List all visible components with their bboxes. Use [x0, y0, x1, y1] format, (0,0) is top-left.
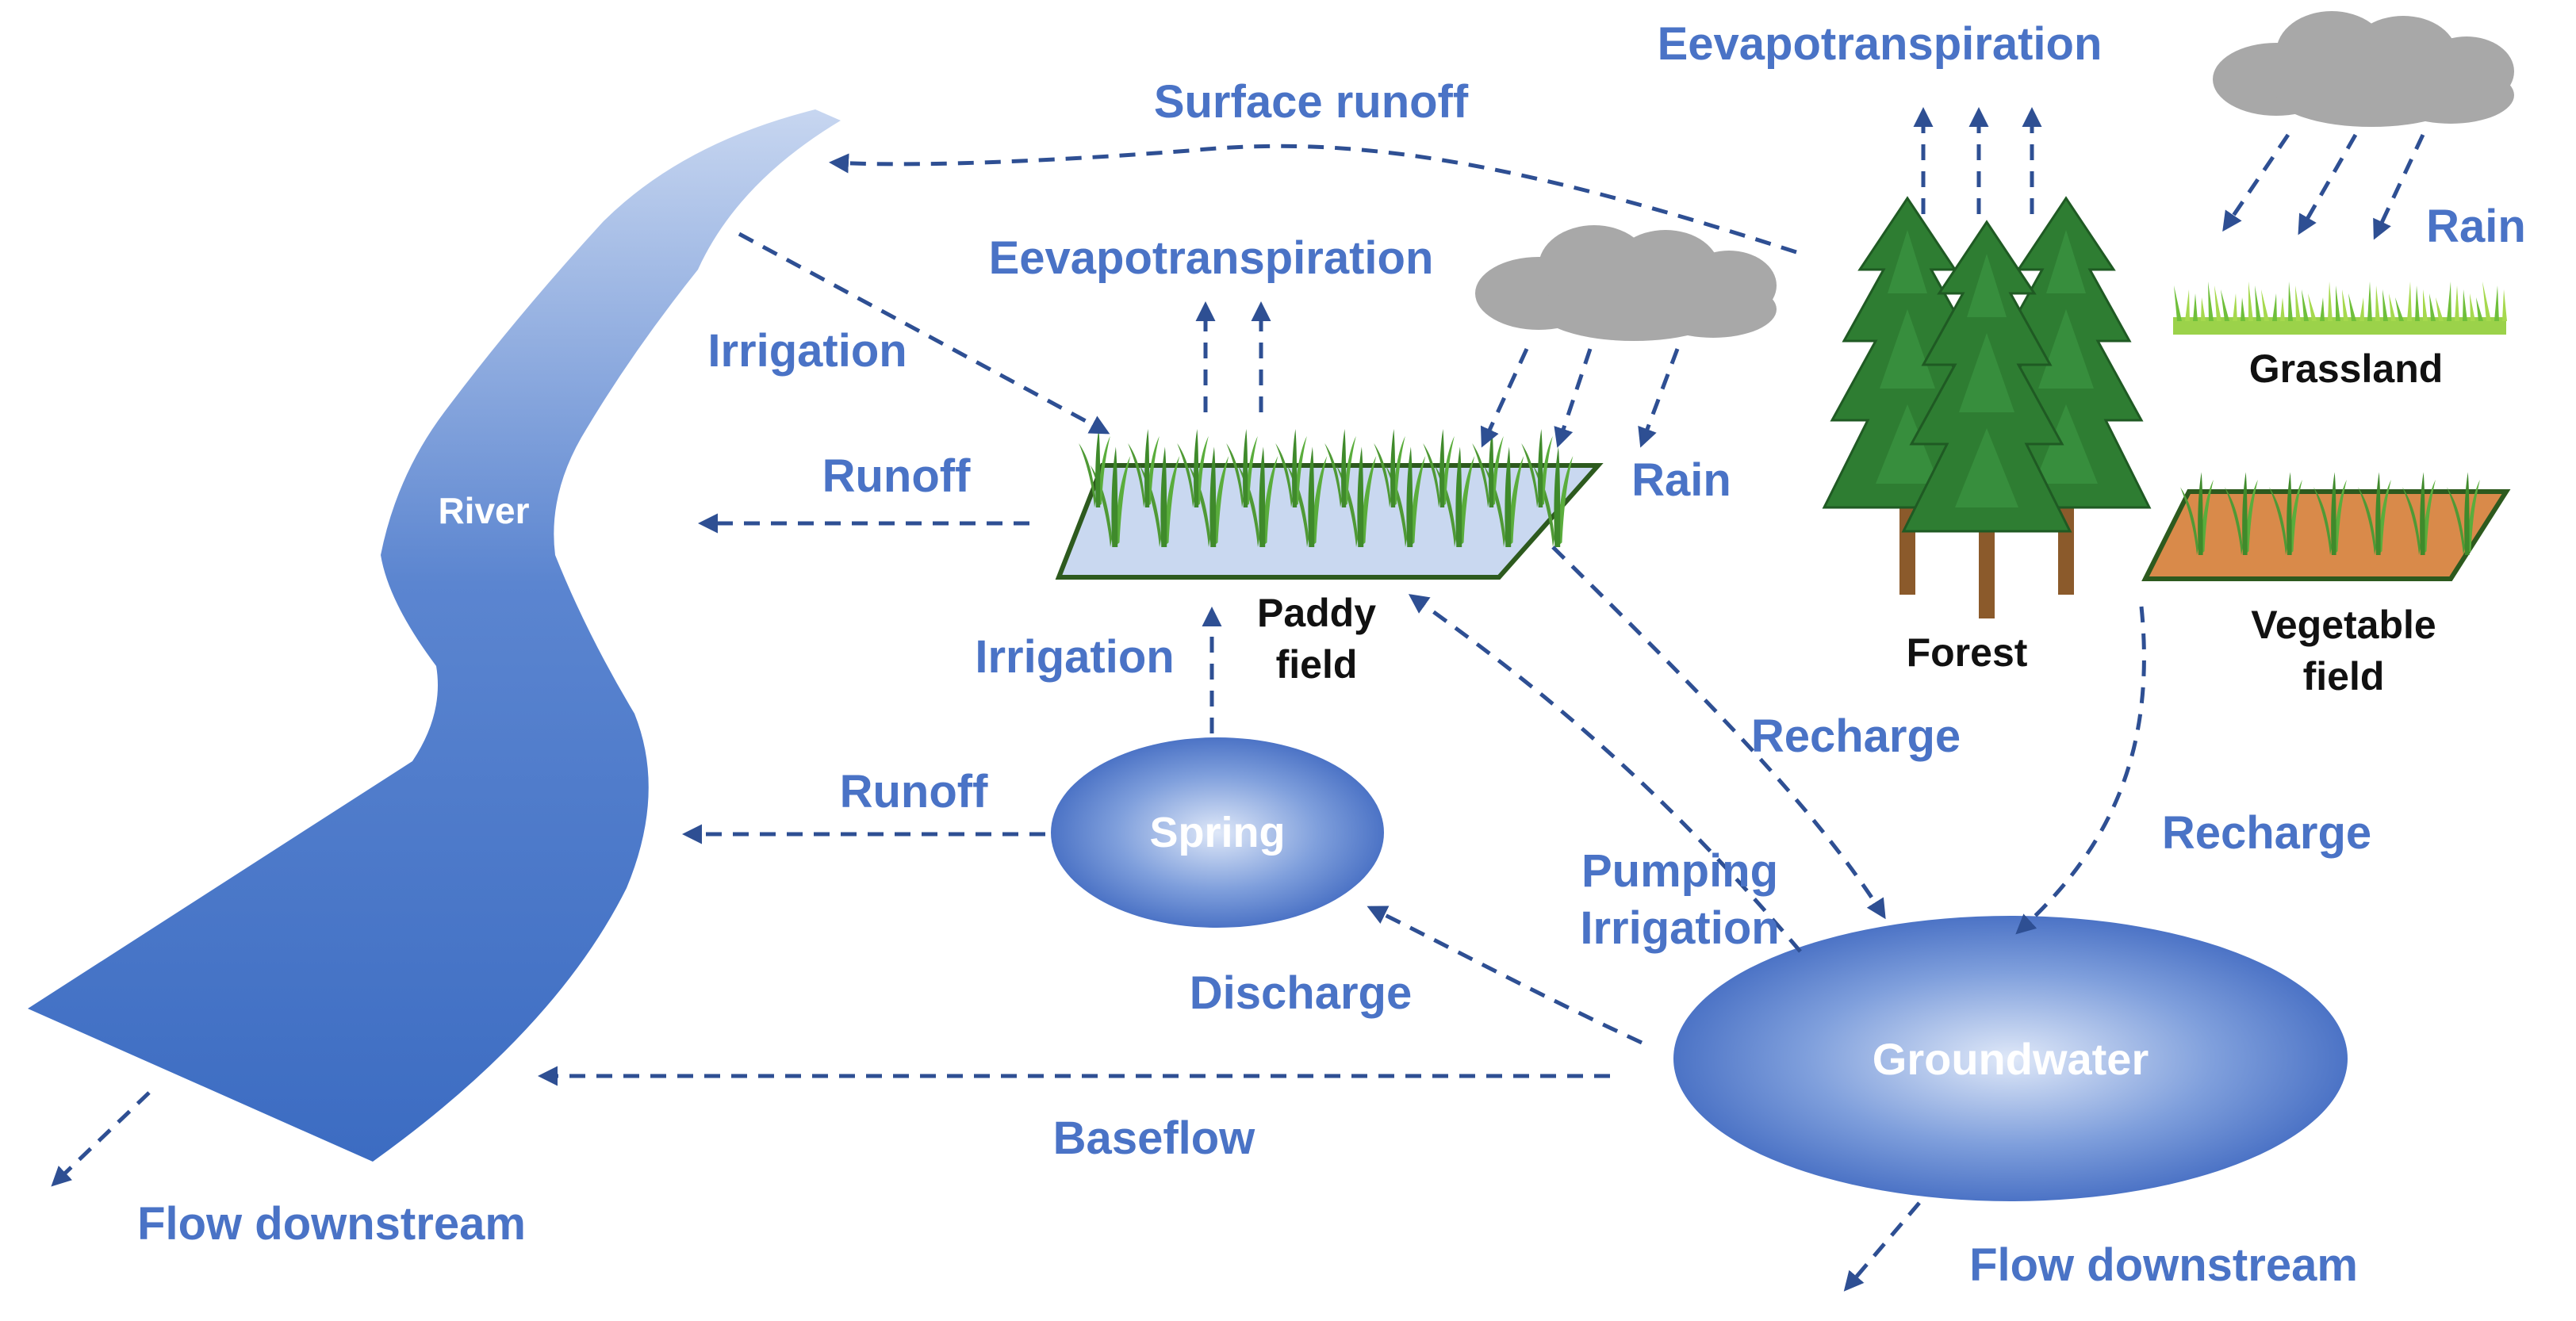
grass-blade-icon — [2193, 293, 2198, 321]
grass-blade-icon — [2423, 289, 2428, 321]
grass-blade-icon — [2308, 293, 2317, 321]
grass-blade-icon — [2367, 281, 2372, 321]
grass-blade-icon — [2482, 281, 2491, 321]
evapotranspiration-paddy-label: Eevapotranspiration — [989, 232, 1434, 284]
forest-label: Forest — [1907, 630, 2028, 675]
grass-blade-icon — [2336, 285, 2340, 321]
rain-arrow-icon — [2373, 133, 2425, 240]
flow-labels: Surface runoff Eevapotranspiration Eevap… — [137, 18, 2526, 1291]
runoff-spring-label: Runoff — [840, 766, 988, 817]
grass-blade-icon — [2382, 289, 2388, 321]
cloud-icon — [2213, 11, 2514, 127]
grass-blade-icon — [2429, 293, 2436, 321]
flow-downstream-river-label: Flow downstream — [137, 1198, 526, 1250]
grass-blade-icon — [2214, 285, 2221, 321]
grass-blade-icon — [2221, 289, 2229, 321]
river: River — [28, 109, 841, 1162]
cloud-icon — [1475, 225, 1777, 341]
grass-blade-icon — [2502, 289, 2507, 321]
grass-blade-icon — [2208, 281, 2214, 321]
vegetable-field-label-line2: field — [2303, 654, 2385, 699]
grass-blade-icon — [2248, 281, 2253, 321]
grass-blade-icon — [2407, 281, 2412, 321]
grass-blade-icon — [2261, 289, 2269, 321]
grass-blade-icon — [2348, 293, 2356, 321]
rain-arrow-icon — [1638, 348, 1680, 448]
paddy-field-icon — [1055, 429, 1604, 580]
grass-blade-icon — [2476, 297, 2483, 321]
surface-runoff-arrow — [829, 144, 1797, 255]
rain-arrow-icon — [1480, 347, 1529, 448]
groundwater-node: Groundwater — [1673, 916, 2348, 1201]
vegetable-field-icon — [2141, 472, 2511, 581]
pool-ellipse — [1051, 737, 1384, 928]
forest-icon — [1823, 197, 2151, 620]
paddy-field-label-line1: Paddy — [1257, 591, 1376, 635]
grass-blade-icon — [2233, 293, 2237, 321]
spring-node: Spring — [1051, 737, 1384, 928]
grass-blade-icon — [2455, 285, 2459, 321]
discharge-label: Discharge — [1190, 967, 1412, 1019]
irrigation-spring-label: Irrigation — [975, 631, 1174, 683]
grass-icon — [2173, 281, 2507, 335]
groundwater-label: Groundwater — [1873, 1034, 2149, 1084]
grass-blade-icon — [2415, 285, 2420, 321]
grass-blade-icon — [2272, 293, 2277, 321]
grass-blade-icon — [2359, 297, 2364, 321]
river-label: River — [438, 490, 529, 531]
recharge-paddy-arrow — [1551, 546, 1886, 920]
recharge-vegetable-arrow — [2015, 606, 2146, 935]
grass-blade-icon — [2389, 293, 2396, 321]
grass-blade-icon — [2185, 289, 2190, 321]
irrigation-river-label: Irrigation — [707, 325, 907, 377]
baseflow-label: Baseflow — [1053, 1112, 1256, 1164]
grass-blade-icon — [2241, 297, 2245, 321]
grass-blade-icon — [2320, 297, 2325, 321]
spring-label: Spring — [1150, 809, 1286, 856]
grass-blade-icon — [2447, 281, 2451, 321]
recharge-paddy-label: Recharge — [1751, 710, 1961, 762]
grass-blade-icon — [2342, 289, 2348, 321]
pumping-irrigation-arrow — [1408, 594, 1802, 953]
flow-arrows — [51, 107, 2425, 1292]
paddy-field-label-line2: field — [1276, 642, 1358, 687]
grassland-label: Grassland — [2249, 347, 2444, 391]
rain-arrow-icon — [2222, 133, 2290, 232]
river-shape — [28, 109, 841, 1162]
grass-blade-icon — [2494, 285, 2499, 321]
flow-downstream-river-arrow — [51, 1091, 151, 1187]
pumping-irrigation-label-line2: Irrigation — [1580, 902, 1779, 954]
vegetable-field-label-line1: Vegetable — [2251, 603, 2436, 647]
pool-ellipse — [1673, 916, 2348, 1201]
grass-blade-icon — [2463, 289, 2467, 321]
rain-arrow-icon — [1554, 348, 1593, 448]
grass-blade-icon — [2375, 285, 2380, 321]
grass-blade-icon — [2288, 281, 2293, 321]
grass-blade-icon — [2174, 285, 2182, 321]
rain-paddy-label: Rain — [1631, 454, 1731, 506]
grass-blade-icon — [2470, 293, 2475, 321]
runoff-paddy-label: Runoff — [822, 450, 971, 502]
flow-downstream-groundwater-label: Flow downstream — [1969, 1239, 2358, 1291]
grass-blade-icon — [2436, 297, 2444, 321]
rain-top-label: Rain — [2426, 201, 2526, 252]
flow-downstream-groundwater-arrow — [1843, 1201, 1921, 1292]
recharge-vegetable-label: Recharge — [2162, 807, 2371, 859]
grass-blade-icon — [2201, 297, 2206, 321]
grass-blade-icon — [2395, 297, 2404, 321]
grass-blade-icon — [2302, 289, 2309, 321]
grass-blade-icon — [2280, 297, 2285, 321]
grass-blade-icon — [2328, 281, 2333, 321]
surface-runoff-label: Surface runoff — [1154, 76, 1469, 128]
discharge-arrow — [1367, 906, 1643, 1045]
rain-arrow-icon — [2298, 133, 2358, 235]
grass-blade-icon — [2295, 285, 2301, 321]
evapotranspiration-top-label: Eevapotranspiration — [1658, 18, 2103, 70]
pumping-irrigation-label-line1: Pumping — [1581, 845, 1778, 897]
grass-blade-icon — [2255, 285, 2261, 321]
irrigation-river-arrow — [738, 232, 1110, 435]
